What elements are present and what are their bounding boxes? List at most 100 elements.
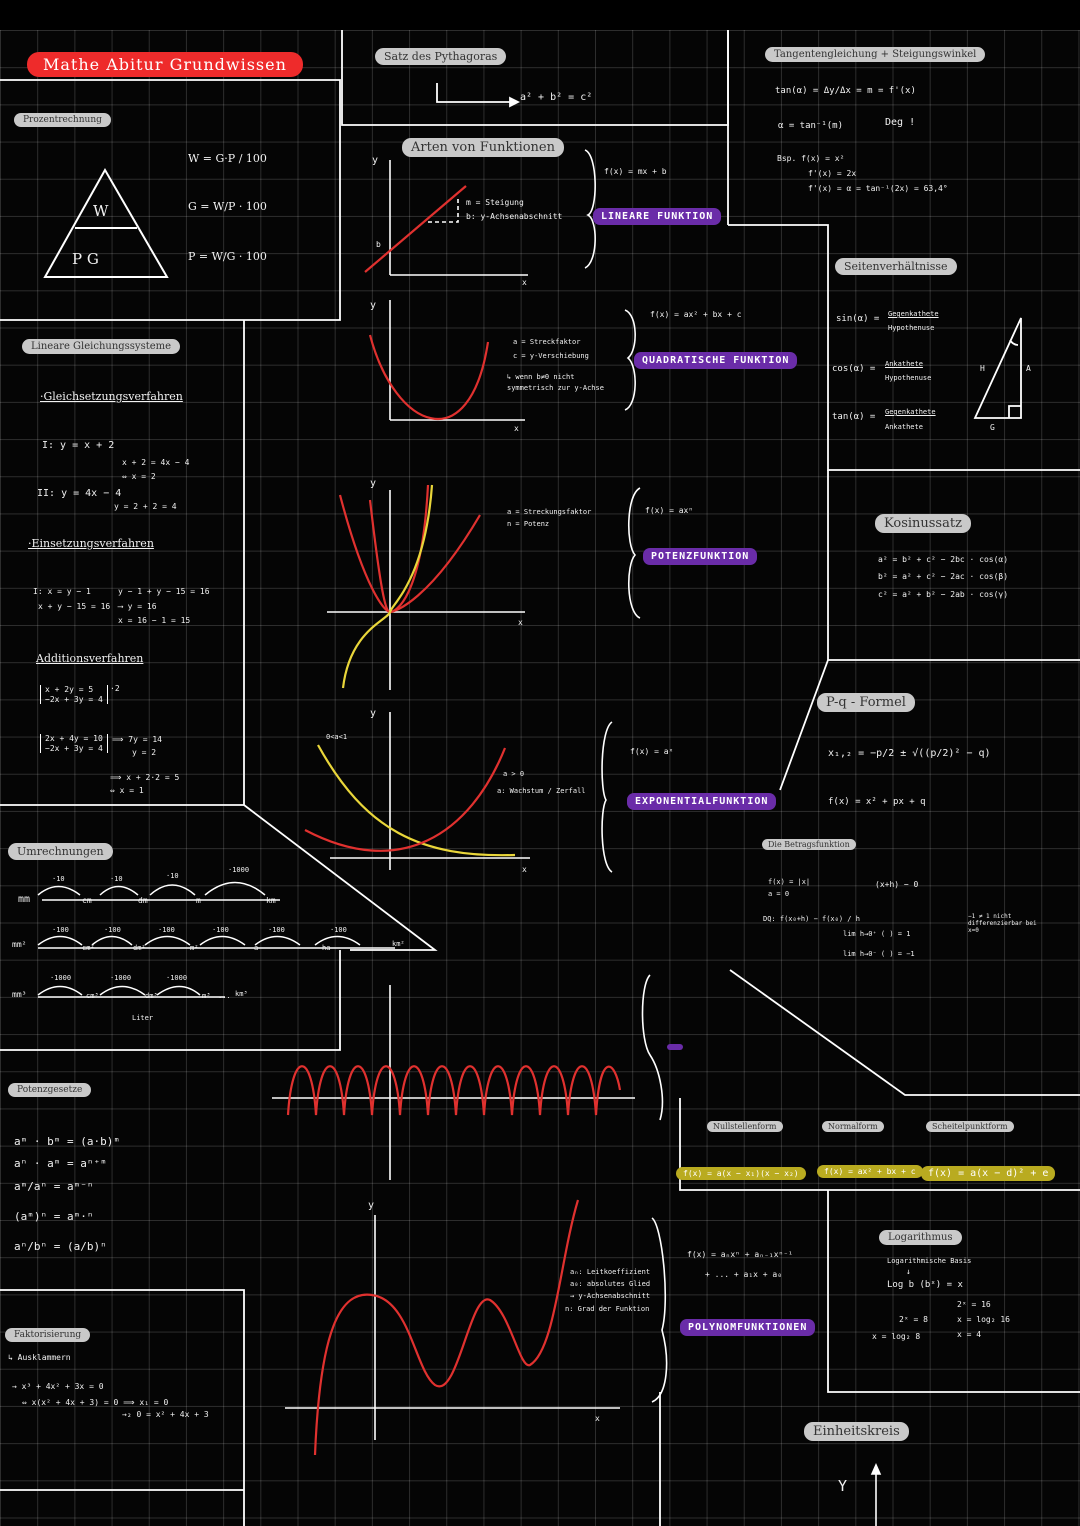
betrag-top: (x+h) − 0	[875, 880, 919, 889]
einsetzung-step1: y − 1 + y − 15 = 16	[118, 587, 210, 596]
addition-step3: ⟹ x + 2·2 = 5	[110, 773, 180, 782]
einsetzung-line2: x + y − 15 = 16	[38, 602, 111, 611]
quad-axis-x: x	[514, 424, 519, 433]
faktor-header: Faktorisierung	[5, 1328, 91, 1342]
addition-matrix1: x + 2y = 5−2x + 3y = 4	[40, 685, 108, 705]
tangente-line5: f'(x) = α = tan⁻¹(2x) = 63,4°	[808, 184, 948, 193]
border-diag	[243, 804, 438, 951]
log-line1: Logarithmische Basis	[887, 1257, 972, 1265]
pq-form: f(x) = x² + px + q	[828, 797, 926, 807]
cos-den: Hypothenuse	[885, 374, 932, 382]
vol-unit-m3: m³	[202, 992, 211, 1000]
tangente-line2: α = tan⁻¹(m)	[778, 121, 844, 131]
tangente-line3: Bsp. f(x) = x²	[777, 154, 845, 163]
vol-factor-1: ·1000	[50, 974, 72, 982]
area-unit-cm2: cm²	[82, 944, 95, 952]
addition-title: Additionsverfahren	[36, 652, 144, 665]
trig-label	[667, 1044, 683, 1050]
form-formula-2: f(x) = ax² + bx + c	[817, 1165, 923, 1178]
area-unit-mm2: mm²	[12, 940, 27, 949]
area-factor-1: ·100	[52, 926, 69, 934]
form-header-3: Scheitelpunktform	[926, 1121, 1014, 1132]
addition-step2: y = 2	[132, 748, 157, 757]
border-prozent	[0, 79, 341, 321]
poly-note-2: a₀: absolutes Glied	[570, 1280, 651, 1288]
log-line4: 2ˣ = 8	[899, 1315, 928, 1324]
gleichsetzung-line1: I: y = x + 2	[42, 440, 115, 451]
potenz-axis-y: y	[370, 478, 377, 489]
border-pythagoras	[341, 30, 729, 126]
graph-linear	[364, 160, 528, 276]
tangente-line4: f'(x) = 2x	[808, 169, 857, 178]
log-line8: x = 4	[957, 1330, 982, 1339]
border-log	[827, 1190, 1080, 1393]
len-factor-1: ·10	[52, 875, 65, 883]
poly-note-3: → y-Achsenabschnitt	[570, 1292, 651, 1300]
tri-label-g: G	[990, 423, 995, 432]
sin-den: Hypothenuse	[888, 324, 935, 332]
len-unit-m: m	[196, 896, 201, 905]
faktor-line2: ⇔ x(x² + 4x + 3) = 0 ⟹ x₁ = 0	[22, 1398, 169, 1407]
poly-axis-x: x	[595, 1414, 600, 1423]
pythagoras-formula: a² + b² = c²	[520, 92, 593, 103]
tan-den: Ankathete	[885, 423, 923, 431]
addition-matrix2: 2x + 4y = 10−2x + 3y = 4	[40, 734, 108, 754]
vol-factor-3: ·1000	[166, 974, 188, 982]
border-umrechnung	[0, 950, 341, 1051]
quad-note-1: a = Streckfaktor	[513, 338, 581, 346]
kosinus-line3: c² = a² + b² − 2ab · cos(γ)	[878, 590, 1009, 599]
vol-note-liter: Liter	[132, 1014, 154, 1022]
potenzfkt-label: POTENZFUNKTION	[643, 548, 758, 565]
border-betrag	[729, 969, 1080, 1096]
gleichsetzung-step3: y = 2 + 2 = 4	[114, 502, 177, 511]
area-unit-ha: ha	[322, 944, 331, 952]
exp-label: EXPONENTIALFUNKTION	[627, 793, 777, 810]
einheitskreis-axis	[870, 1463, 882, 1526]
poly-formula-1: f(x) = aₙxⁿ + aₙ₋₁xⁿ⁻¹	[687, 1250, 793, 1259]
len-unit-dm: dm	[138, 896, 148, 905]
log-header: Logarithmus	[879, 1230, 962, 1245]
pq-header: P-q - Formel	[817, 693, 915, 712]
poly-note-1: aₙ: Leitkoeffizient	[570, 1268, 651, 1276]
betrag-note: −1 ≠ 1 nicht differenzierbar bei x=0	[968, 913, 1037, 935]
potenzfkt-formula: f(x) = axⁿ	[645, 506, 694, 515]
len-unit-cm: cm	[82, 896, 92, 905]
len-factor-4: ·1000	[228, 866, 250, 874]
pythagoras-arrow	[436, 83, 521, 108]
log-line7: x = log₂ 16	[957, 1315, 1010, 1324]
potenz-axis-x: x	[518, 618, 523, 627]
einsetzung-step3: x = 16 − 1 = 15	[118, 616, 191, 625]
pythagoras-header: Satz des Pythagoras	[375, 48, 507, 65]
border-tangente	[728, 224, 1080, 471]
log-line6: 2ˣ = 16	[957, 1300, 991, 1309]
len-factor-2: ·10	[110, 875, 123, 883]
prozent-formula-p: P = W/G · 100	[188, 250, 267, 263]
potenz-header: Potenzgesetze	[8, 1083, 92, 1097]
linear-b-mark: b	[376, 240, 381, 249]
tri-label-a: A	[1026, 364, 1031, 373]
border-faktor	[0, 1289, 245, 1526]
tan-lhs: tan(α) =	[832, 412, 876, 422]
faktor-line1: → x³ + 4x² + 3x = 0	[12, 1382, 104, 1391]
potenz-rule-2: aⁿ · aᵐ = aⁿ⁺ᵐ	[14, 1157, 107, 1170]
quad-note-3: ↳ wenn b≠0 nicht	[507, 373, 575, 381]
prozent-header: Prozentrechnung	[14, 113, 111, 127]
tan-num: Gegenkathete	[885, 408, 936, 416]
vol-unit-dm3: dm³	[145, 992, 158, 1000]
len-unit-km: km	[266, 896, 276, 905]
gleichsetzung-line2: II: y = 4x − 4	[37, 488, 122, 499]
betrag-line2: a = 0	[768, 890, 790, 898]
quad-note-4: symmetrisch zur y-Achse	[507, 384, 604, 392]
cos-lhs: cos(α) =	[832, 364, 876, 374]
tangente-header: Tangentengleichung + Steigungswinkel	[765, 47, 986, 62]
addition-factor: ·2	[110, 684, 120, 693]
potenz-rule-4: (aᵐ)ⁿ = aᵐ·ⁿ	[14, 1210, 94, 1223]
graph-polynom	[285, 1199, 620, 1456]
poly-axis-y: y	[368, 1200, 375, 1211]
einheitskreis-axis-y: Y	[838, 1477, 848, 1495]
quad-note-2: c = y-Verschiebung	[513, 352, 589, 360]
lgs-header: Lineare Gleichungssysteme	[22, 339, 181, 354]
potenz-rule-1: aᵐ · bᵐ = (a·b)ᵐ	[14, 1135, 120, 1148]
exp-note-1: a > 0	[503, 770, 525, 778]
